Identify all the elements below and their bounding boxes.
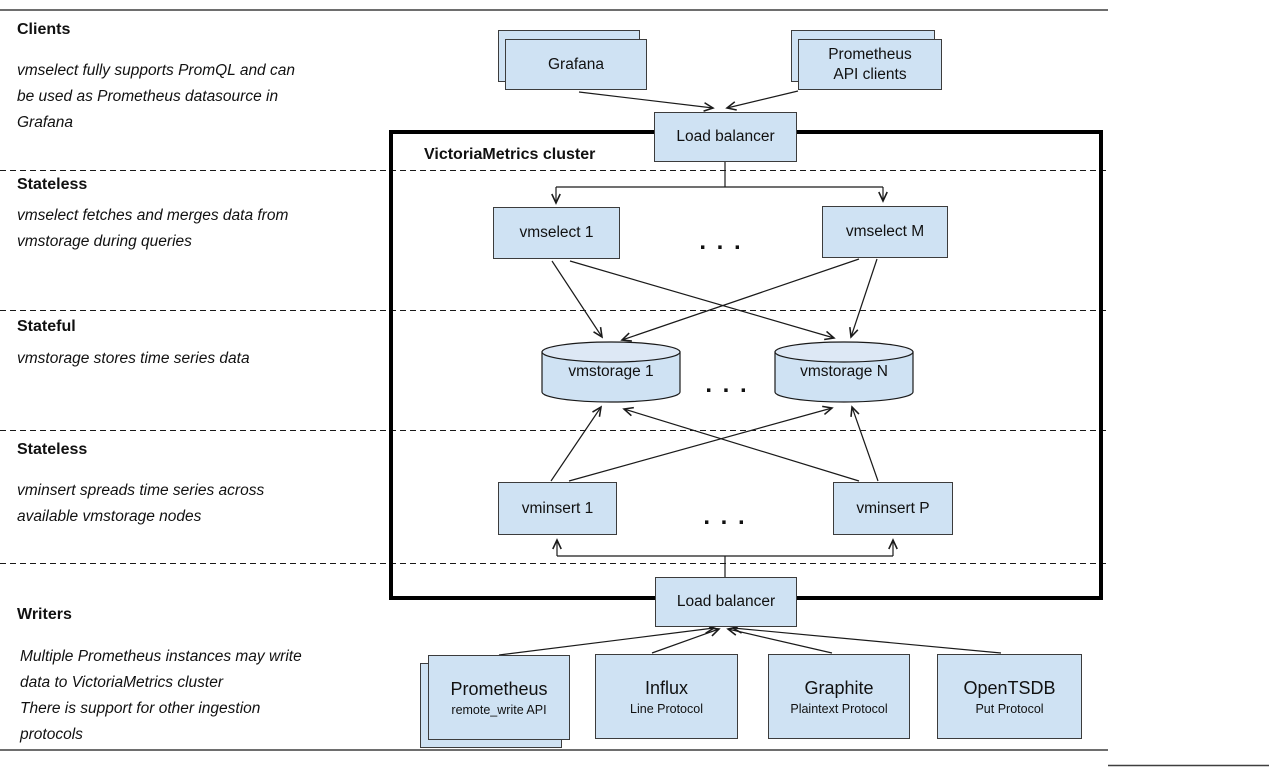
section-desc-stateless-select: vmselect fetches and merges data from vm… — [17, 207, 289, 250]
prometheus-writer-subtitle: remote_write API — [451, 702, 547, 717]
graphite-subtitle: Plaintext Protocol — [790, 701, 888, 716]
arrow-vmselectm-vmstoragen — [851, 258, 878, 337]
vmstorage-n-cylinder — [774, 341, 914, 403]
vmselect-m-box: vmselect M — [822, 206, 948, 258]
load-balancer-bottom-box: Load balancer — [655, 577, 797, 627]
arrow-vminsert1-vmstorage1 — [550, 407, 601, 482]
influx-subtitle: Line Protocol — [630, 701, 703, 716]
section-desc-writers: Multiple Prometheus instances may write … — [20, 648, 302, 743]
influx-box: Influx Line Protocol — [595, 654, 738, 739]
influx-title: Influx — [644, 677, 689, 698]
prometheus-api-clients-box: Prometheus API clients — [798, 39, 942, 90]
section-title-stateless-select: Stateless — [17, 176, 88, 193]
prometheus-writer-title: Prometheus — [450, 678, 548, 699]
prometheus-writer-box: Prometheus remote_write API — [428, 655, 570, 740]
arrow-promapi-to-lb — [727, 90, 799, 108]
vminsert-1-box: vminsert 1 — [498, 482, 617, 535]
section-desc-stateless-insert: vminsert spreads time series across avai… — [17, 482, 265, 525]
arrow-vmselectm-vmstorage1 — [622, 258, 860, 340]
section-desc-clients: vmselect fully supports PromQL and can b… — [17, 62, 295, 131]
vmselect-1-box: vmselect 1 — [493, 207, 620, 259]
vmstorage-1-label: vmstorage 1 — [568, 363, 654, 380]
section-title-stateless-insert: Stateless — [17, 441, 88, 458]
vmselect-ellipsis: . . . — [699, 228, 743, 255]
opentsdb-box: OpenTSDB Put Protocol — [937, 654, 1082, 739]
section-title-clients: Clients — [17, 21, 71, 38]
graphite-title: Graphite — [804, 677, 874, 698]
section-desc-stateful: vmstorage stores time series data — [17, 350, 250, 367]
section-title-writers: Writers — [17, 606, 72, 623]
section-title-stateful: Stateful — [17, 318, 76, 335]
arrow-vminsertp-vmstorage1 — [624, 409, 860, 482]
arrow-vmselect1-vmstorage1 — [551, 260, 602, 337]
arrow-opentsdb-to-lb — [733, 628, 1002, 654]
opentsdb-subtitle: Put Protocol — [975, 701, 1044, 716]
arrow-graphite-to-lb — [728, 629, 833, 654]
grafana-box: Grafana — [505, 39, 647, 90]
cluster-label: VictoriaMetrics cluster — [424, 146, 596, 163]
lb-top-branch — [556, 162, 883, 188]
load-balancer-top-box: Load balancer — [654, 112, 797, 162]
arrow-vmselect1-vmstoragen — [569, 260, 834, 338]
graphite-box: Graphite Plaintext Protocol — [768, 654, 910, 739]
arrow-grafana-to-lb — [578, 91, 713, 108]
arrow-vminsertp-vmstoragen — [852, 407, 879, 482]
vminsert-p-box: vminsert P — [833, 482, 953, 535]
arrow-vminsert1-vmstoragen — [568, 408, 832, 482]
vmstorage-n-label: vmstorage N — [800, 363, 888, 380]
arrow-influx-to-lb — [651, 629, 719, 654]
vmstorage-ellipsis: . . . — [705, 371, 749, 398]
lb-bottom-branch — [557, 555, 893, 577]
vminsert-ellipsis: . . . — [703, 503, 747, 530]
vmstorage-1-cylinder — [541, 341, 681, 403]
opentsdb-title: OpenTSDB — [963, 677, 1056, 698]
arrow-prometheus-to-lb — [498, 628, 714, 656]
